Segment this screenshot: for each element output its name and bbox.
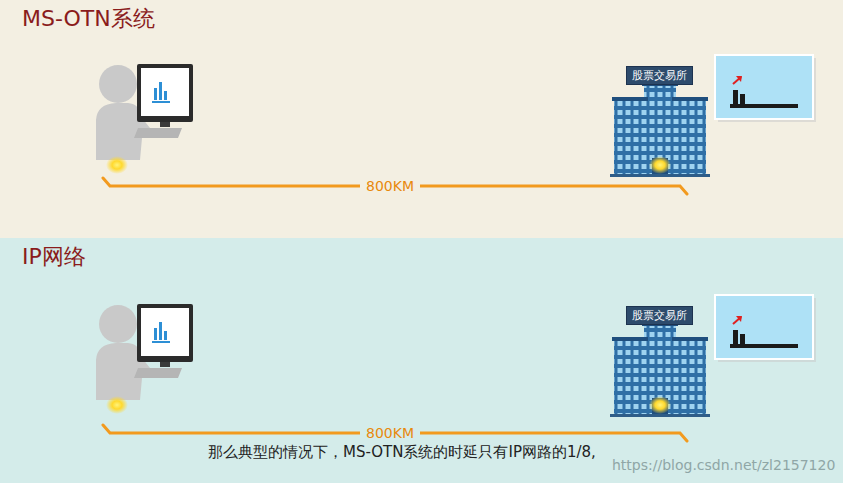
- watermark: https://blog.csdn.net/zl2157120: [612, 457, 835, 473]
- distance-label: 800KM: [360, 425, 420, 441]
- scene-panel: MS-OTN系统股票交易所: [0, 0, 843, 238]
- panel-background: [0, 0, 843, 238]
- panel-title: MS-OTN系统: [22, 4, 155, 34]
- exchange-sign: 股票交易所: [626, 306, 693, 325]
- sign-text: 股票交易所: [632, 68, 687, 83]
- panel-background: [0, 238, 843, 483]
- scene: [96, 55, 816, 177]
- sign-text: 股票交易所: [632, 308, 687, 323]
- scene: [96, 295, 816, 417]
- panel-title: IP网络: [22, 242, 86, 272]
- exchange-sign: 股票交易所: [626, 66, 693, 85]
- distance-label: 800KM: [360, 178, 420, 194]
- caption: 那么典型的情况下，MS-OTN系统的时延只有IP网路的1/8,: [208, 443, 596, 462]
- distance-line: [103, 178, 687, 441]
